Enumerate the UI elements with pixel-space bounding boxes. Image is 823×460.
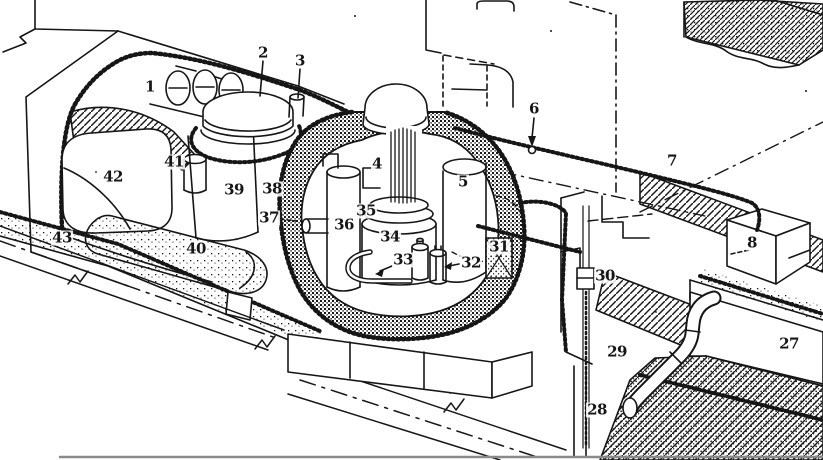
part-label-3: 3 [294, 51, 306, 70]
building-far [425, 0, 650, 239]
dome [189, 91, 303, 165]
hillside-topright [683, 0, 823, 69]
part-label-43: 43 [51, 228, 73, 247]
site-boundary-line [2, 0, 119, 53]
vent-stack [288, 93, 305, 118]
cutaway-beaded-edge [59, 50, 351, 231]
leader-6 [531, 117, 535, 139]
discharge-pipe [622, 290, 722, 419]
part-label-33: 33 [392, 250, 414, 269]
break-mark [443, 398, 465, 413]
part-label-5: 5 [457, 172, 469, 191]
part-label-7: 7 [666, 151, 678, 170]
roof-duct [476, 0, 515, 12]
part-label-40: 40 [185, 239, 207, 258]
break-mark [2, 28, 36, 53]
cable-run [476, 224, 582, 254]
part-label-2: 2 [257, 43, 269, 62]
transformer [698, 208, 823, 322]
part-label-31: 31 [488, 237, 510, 256]
terrace-steps [601, 195, 650, 239]
break-mark [254, 335, 276, 350]
part-label-27: 27 [778, 334, 800, 353]
roof-vents [165, 69, 244, 108]
containment-internals [279, 126, 525, 292]
part-label-34: 34 [379, 227, 401, 246]
part-label-42: 42 [102, 167, 124, 186]
part-label-29: 29 [606, 342, 628, 361]
part-label-41: 41 [163, 152, 185, 171]
part-label-37: 37 [258, 208, 280, 227]
containment-dome [362, 83, 430, 136]
containment-pedestal [287, 333, 533, 399]
transmission-line [453, 117, 762, 232]
primary-piping [345, 249, 413, 284]
small-tank [183, 153, 207, 194]
part-label-8: 8 [746, 233, 758, 252]
part-label-6: 6 [528, 99, 540, 118]
part-label-38: 38 [261, 179, 283, 198]
part-label-1: 1 [144, 77, 156, 96]
switchyard [476, 171, 823, 460]
beaded-ground-line [638, 373, 823, 422]
control-rods [362, 126, 422, 204]
part-label-35: 35 [355, 201, 377, 220]
part-label-36: 36 [333, 215, 355, 234]
break-mark [67, 270, 89, 285]
part-label-28: 28 [586, 400, 608, 419]
part-label-4: 4 [371, 154, 383, 173]
leader-2 [259, 60, 264, 97]
leader-3 [297, 68, 301, 99]
part-label-32: 32 [460, 253, 482, 272]
road-left [0, 225, 285, 351]
buried-duct [518, 199, 568, 354]
part-label-39: 39 [223, 180, 245, 199]
leader-37 [279, 218, 297, 222]
pressurizer-tank [301, 153, 361, 292]
part-label-30: 30 [594, 266, 616, 285]
large-pipe [84, 214, 268, 321]
scan-noise [95, 15, 807, 394]
